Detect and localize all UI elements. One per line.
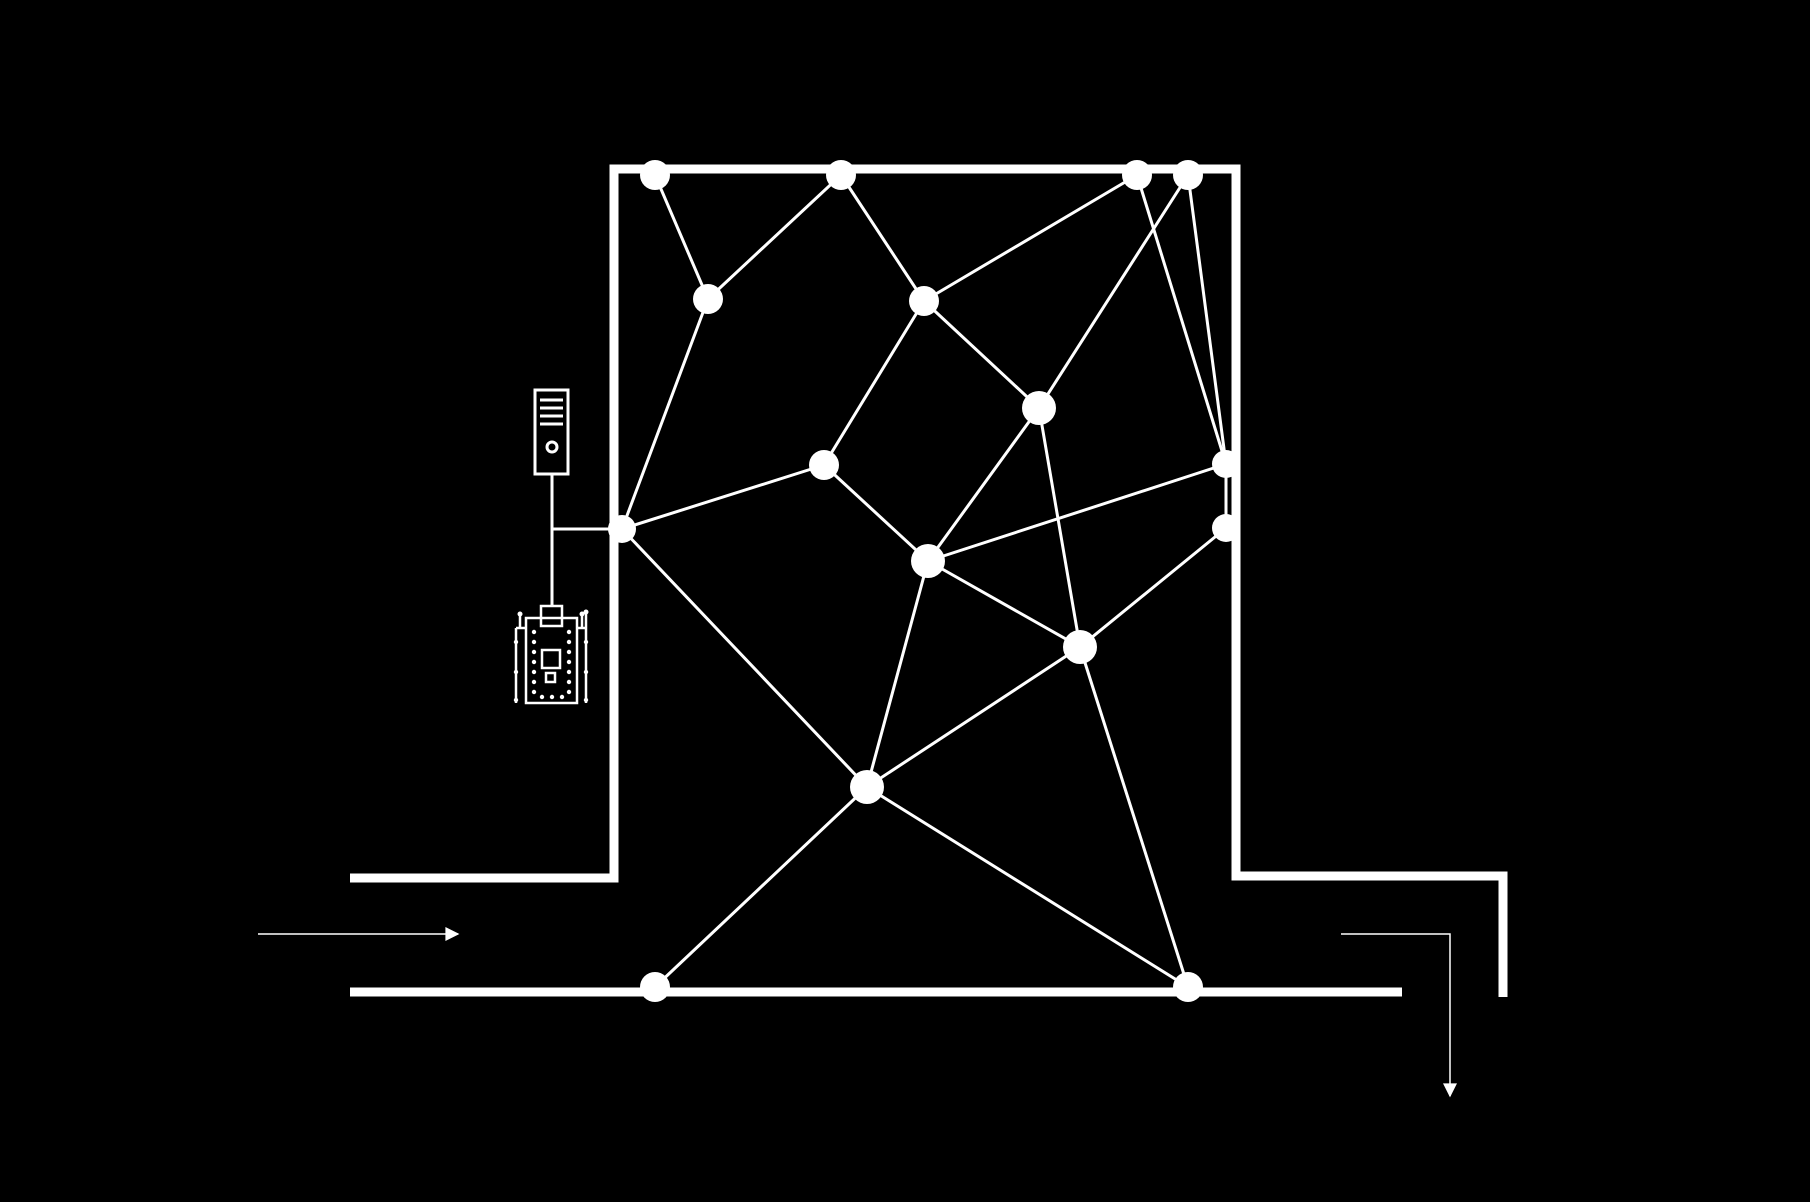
device-connector <box>550 473 612 606</box>
sensor-link <box>1078 645 1190 989</box>
sensor-link <box>822 463 930 563</box>
sensor-nodes <box>608 160 1240 1002</box>
sensor-link <box>839 173 926 303</box>
sensor-link <box>706 173 843 301</box>
sensor-links <box>620 173 1228 989</box>
sensor-node <box>909 286 939 316</box>
duct-left-upper-wall <box>350 164 1508 997</box>
sensor-node <box>608 515 636 543</box>
sensor-node <box>640 160 670 190</box>
sensor-node <box>640 972 670 1002</box>
sensor-link <box>865 645 1082 789</box>
sensor-node <box>1173 160 1203 190</box>
sensor-link <box>1186 173 1228 466</box>
sensor-link <box>1078 526 1228 649</box>
sensor-link <box>653 173 710 301</box>
circuit-board-icon <box>514 604 588 705</box>
circuit-board-pins <box>513 609 589 703</box>
computer-tower-icon <box>533 388 570 476</box>
outflow-arrow <box>1341 933 1457 1098</box>
sensor-link <box>1037 173 1190 410</box>
sensor-link <box>620 463 826 531</box>
sensor-link <box>822 299 926 467</box>
sensor-link <box>1037 406 1082 649</box>
sensor-link <box>620 297 710 531</box>
sensor-link <box>926 559 1082 649</box>
sensor-node <box>1122 160 1152 190</box>
sensor-link <box>620 527 869 789</box>
sensor-link <box>926 462 1228 563</box>
flow-arrows <box>258 927 1457 1098</box>
sensor-link <box>865 785 1190 989</box>
sensor-node <box>1212 514 1240 542</box>
sensor-link <box>1135 173 1228 466</box>
sensor-node <box>693 284 723 314</box>
sensor-node <box>1022 391 1056 425</box>
sensor-node <box>1063 630 1097 664</box>
sensor-link <box>922 173 1139 303</box>
sensor-node <box>809 450 839 480</box>
sensor-node <box>850 770 884 804</box>
sensor-link <box>865 559 930 789</box>
sensor-node <box>1173 972 1203 1002</box>
duct-channel <box>350 164 1508 997</box>
sensor-link <box>926 406 1041 563</box>
sensor-node <box>911 544 945 578</box>
sensor-node <box>1212 450 1240 478</box>
sensor-node <box>826 160 856 190</box>
sensor-link <box>653 785 869 989</box>
sensor-link <box>922 299 1041 410</box>
